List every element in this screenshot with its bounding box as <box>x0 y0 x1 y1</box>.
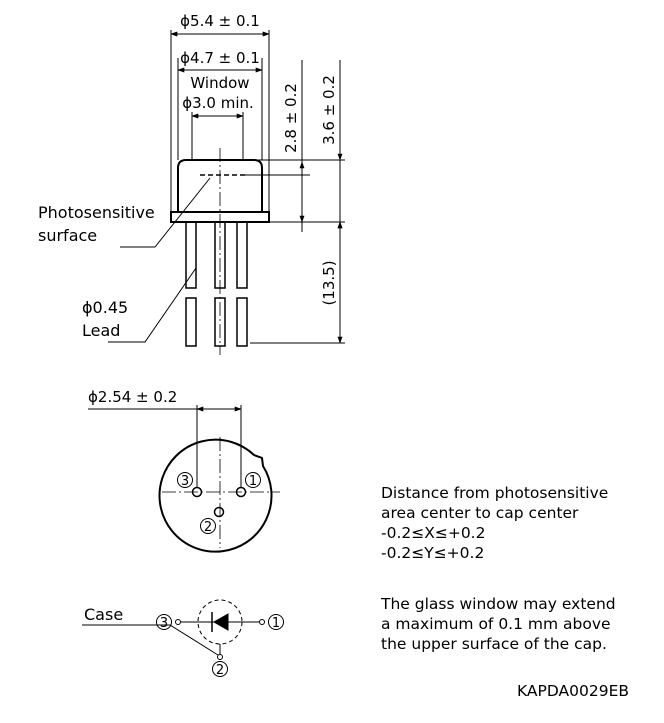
dim-cap-diameter: ϕ4.7 ± 0.1 <box>180 49 260 67</box>
pin-hole-3 <box>191 486 203 498</box>
svg-text:area center to cap center: area center to cap center <box>381 504 579 522</box>
dim-lead-length: (13.5) <box>320 260 338 305</box>
schem-pin-2: 2 <box>216 663 224 678</box>
svg-text:Distance from photosensitive: Distance from photosensitive <box>381 484 608 502</box>
leads-upper <box>185 221 248 347</box>
pin-hole-2 <box>213 506 225 518</box>
case-outline <box>158 438 273 553</box>
case-label: Case <box>84 605 123 624</box>
pin-number-2: 2 <box>204 520 212 535</box>
bottom-view <box>88 405 280 553</box>
svg-text:the upper surface of the cap.: the upper surface of the cap. <box>381 635 607 653</box>
svg-text:a maximum of 0.1 mm above: a maximum of 0.1 mm above <box>381 615 611 633</box>
schem-pin-3: 3 <box>160 616 168 631</box>
pin-number-1: 1 <box>249 474 257 489</box>
distance-note: Distance from photosensitive area center… <box>381 484 608 562</box>
lead-leader <box>108 267 197 343</box>
photosensitive-label-1: Photosensitive <box>38 203 155 222</box>
dim-pin-spacing: ϕ2.54 ± 0.2 <box>88 388 177 406</box>
window-label: Window <box>190 74 249 92</box>
photodiode-symbol <box>212 613 229 631</box>
lead-label: Lead <box>82 321 120 340</box>
dim-window-diameter: ϕ3.0 min. <box>182 94 254 112</box>
photosensitive-leader <box>120 177 211 248</box>
drawing-code: KAPDA0029EB <box>517 682 629 700</box>
pin-hole-1 <box>235 486 247 498</box>
schematic <box>82 599 284 677</box>
side-view <box>108 30 345 355</box>
pin-number-3: 3 <box>181 474 189 489</box>
svg-text:-0.2≤X≤+0.2: -0.2≤X≤+0.2 <box>381 524 485 542</box>
glass-window-note: The glass window may extend a maximum of… <box>380 595 616 653</box>
photosensitive-label-2: surface <box>38 226 97 245</box>
dim-surface-height: 2.8 ± 0.2 <box>282 83 300 153</box>
dim-lead-diameter: ϕ0.45 <box>82 298 128 317</box>
dim-cap-height: 3.6 ± 0.2 <box>320 75 338 145</box>
svg-text:-0.2≤Y≤+0.2: -0.2≤Y≤+0.2 <box>381 544 484 562</box>
dim-outer-diameter: ϕ5.4 ± 0.1 <box>180 12 260 30</box>
svg-text:The glass window may extend: The glass window may extend <box>380 595 616 613</box>
schem-pin-1: 1 <box>272 616 280 631</box>
